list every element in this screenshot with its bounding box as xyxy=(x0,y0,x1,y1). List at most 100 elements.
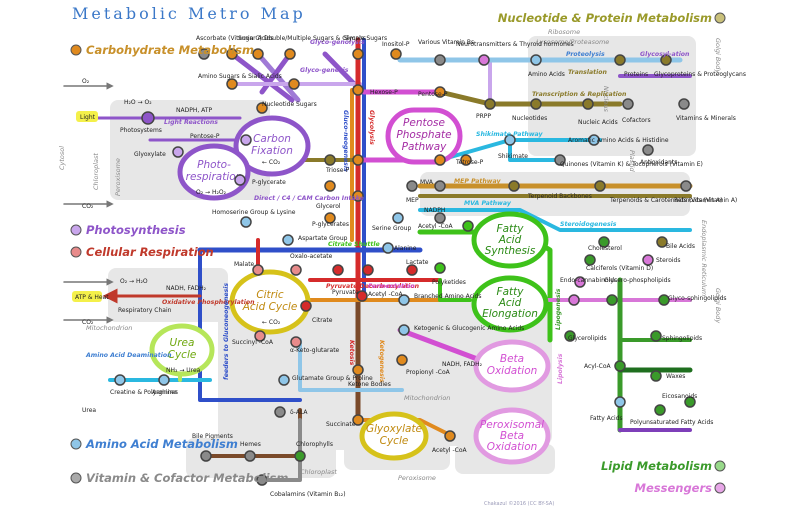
pathway-lipogenesis: Lipogenesis xyxy=(555,288,562,330)
compartment-golgi-mid: Golgi Body xyxy=(714,288,722,323)
svg-text:Acid: Acid xyxy=(498,297,522,309)
label-acetyl-coa-mid: Acetyl -CoA xyxy=(368,291,403,298)
label-cholesterol: Cholesterol xyxy=(588,245,622,252)
pathway-transcription: Transcription & Replication xyxy=(532,90,627,98)
pathway-citrate-shuttle: Citrate Shuttle xyxy=(328,240,380,248)
label-ala: δ-ALA xyxy=(290,409,308,416)
label-inositol: Inositol-P xyxy=(382,41,410,48)
pathway-fermentation: Fermentation xyxy=(368,282,416,290)
pathway-direct-c4: Direct / C4 / CAM Carbon Intake xyxy=(254,194,364,202)
compartment-peroxisome-bottom: Peroxisome xyxy=(398,474,436,482)
label-homoserine: Homoserine Group & Lysine xyxy=(212,209,296,216)
label-malate: Malate xyxy=(234,261,255,268)
label-nadh-fadh2: NADH, FADH₂ xyxy=(166,285,207,292)
label-aromatic: Aromatic Amino Acids & Histidine xyxy=(568,137,669,144)
legend: Carbohydrate Metabolism Photosynthesis C… xyxy=(70,11,726,495)
pathway-lipolysis: Lipolysis xyxy=(557,353,564,384)
svg-text:Pentose: Pentose xyxy=(403,117,445,129)
label-shikimate: Shikimate xyxy=(498,153,528,160)
legend-messenger: Messengers xyxy=(635,481,713,495)
label-acetyl-coa-bottom: Acetyl -CoA xyxy=(432,447,467,454)
label-nucleotides: Nucleotides xyxy=(512,115,547,122)
label-bile-pigments: Bile Pigments xyxy=(192,433,233,440)
label-polyketides: Polyketides xyxy=(432,279,466,286)
hub-fatty-acid-elongation: Fatty Acid Elongation xyxy=(471,275,549,333)
label-co2-b: CO₂ xyxy=(82,203,94,210)
compartment-ribosome: Ribosome xyxy=(548,28,580,36)
svg-text:Carbon: Carbon xyxy=(253,133,291,145)
label-glutamate: Glutamate Group & Proline xyxy=(292,375,373,382)
label-o2-h2o: O₂ → H₂O xyxy=(120,278,148,285)
compartment-peroxisome: Peroxisome xyxy=(114,158,122,196)
label-bile-acids: Bile Acids xyxy=(666,243,695,250)
compartment-mitochondrion-bottom: Mitochondrion xyxy=(404,394,450,402)
label-amino-acids: Amino Acids xyxy=(528,71,565,78)
label-succinyl: Succinyl -CoA xyxy=(232,339,274,346)
label-lactate: Lactate xyxy=(406,259,429,266)
label-creatine: Creatine & Polyamines xyxy=(110,389,178,396)
label-hemes: Hemes xyxy=(240,441,261,448)
label-glycerol: Glycerol xyxy=(316,203,341,210)
pathway-gluconeogenesis: Gluco-neogenesis xyxy=(342,110,349,172)
svg-text:Cycle: Cycle xyxy=(168,349,197,361)
pathway-glycogenolysis: Glyco-genolysis xyxy=(310,39,365,46)
label-vitamins-minerals: Vitamins & Minerals xyxy=(676,115,736,122)
label-p-glycerates: P-glycerates xyxy=(312,221,349,228)
svg-text:Cycle: Cycle xyxy=(380,435,409,447)
svg-text:Fixation: Fixation xyxy=(251,145,293,157)
pathway-glycogenesis: Glyco-genesis xyxy=(300,67,349,74)
compartment-er: Endoplasmic Reticulum xyxy=(700,220,708,296)
label-calciferols: Calciferols (Vitamin D) xyxy=(586,265,653,272)
legend-vitamin: Vitamin & Cofactor Metabolism xyxy=(86,471,288,485)
compartment-mitochondrion: Mitochondrion xyxy=(86,324,132,332)
label-proteins: Proteins xyxy=(624,71,648,78)
label-propionyl: Propionyl -CoA xyxy=(406,369,451,376)
label-amino-sugars: Amino Sugars & Sialic Acids xyxy=(198,73,282,80)
svg-text:Fatty: Fatty xyxy=(497,286,525,298)
metabolite-labels: Ascorbate (Vitamin C) Sugar Acids Double… xyxy=(72,35,746,498)
label-quinones: Quinones (Vitamin K) & Tocopherols (Vita… xyxy=(560,161,703,168)
pathway-mva: MVA Pathway xyxy=(464,199,512,207)
label-atp-heat: ATP & Heat xyxy=(75,294,109,301)
label-chlorophylls: Chlorophylls xyxy=(296,441,333,448)
hub-photorespiration: Photo- respiration xyxy=(177,143,251,201)
label-o2-h2o2: O₂ → H₂O₂ xyxy=(196,189,227,196)
pathway-labels: Glyco-genolysis Glyco-genesis Gluco-neog… xyxy=(85,39,690,384)
label-pufa: Polyunsaturated Fatty Acids xyxy=(630,419,713,426)
label-fatty-acids: Fatty Acids xyxy=(590,415,623,422)
label-nucleotide-sugars: Nucleotide Sugars xyxy=(262,101,317,108)
hub-carbon-fixation: Carbon Fixation xyxy=(233,115,311,177)
label-hexose: Hexose-P xyxy=(370,89,398,96)
light-badge xyxy=(76,111,98,122)
label-h2o-o2: H₂O → O₂ xyxy=(124,99,152,106)
compartment-nucleus: Nucleus xyxy=(602,86,610,112)
svg-text:Fatty: Fatty xyxy=(497,223,525,235)
label-pentose-p-left: Pentose-P xyxy=(190,133,220,140)
pathway-glycosylation: Glycosyl-ation xyxy=(640,50,690,58)
label-citrate: Citrate xyxy=(312,317,333,324)
label-nucleic-acids: Nucleic Acids xyxy=(578,119,618,126)
label-urea: Urea xyxy=(82,407,96,414)
legend-photosynthesis: Photosynthesis xyxy=(86,223,186,237)
label-aspartate: Aspartate Group xyxy=(298,235,348,242)
label-pyruvate: Pyruvate xyxy=(332,289,359,296)
label-acetyl-coa-top: Acetyl -CoA xyxy=(418,223,453,230)
pathway-glycolysis: Glycolysis xyxy=(368,110,375,145)
label-light: Light xyxy=(80,114,96,121)
pathway-light-reactions: Light Reactions xyxy=(164,118,218,126)
label-branched: Branched Amino Acids xyxy=(414,293,481,300)
label-terpenoids-carotenoids: Terpenoids & Carotenoids (Vitamin A) xyxy=(609,197,722,204)
label-cofactors: Cofactors xyxy=(622,117,651,124)
svg-text:Oxidation: Oxidation xyxy=(487,365,538,377)
label-neurotransmitters: Neurotransmitters & Thyroid hormones xyxy=(456,41,574,48)
label-nadph: NADPH xyxy=(424,207,445,214)
compartment-chloroplast-bottom: Chloroplast xyxy=(300,468,337,476)
pathway-ketogenesis: Ketogenesis xyxy=(378,340,386,383)
pathway-proteolysis: Proteolysis xyxy=(566,50,605,58)
svg-text:Citric: Citric xyxy=(256,289,284,301)
pathway-translation: Translation xyxy=(568,68,607,76)
label-glycosphingolipids: Glyco-sphingolipids xyxy=(668,295,727,302)
credit-text: Chakazul ©2016 (CC BY-SA) xyxy=(484,500,554,507)
label-acyl-coa: Acyl-CoA xyxy=(584,363,612,370)
svg-text:Photo-: Photo- xyxy=(197,159,231,171)
